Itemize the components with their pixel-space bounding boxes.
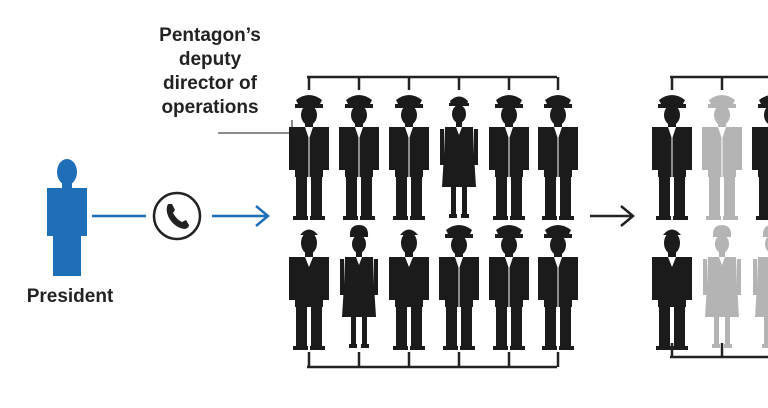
annotation-line: Pentagon’s — [159, 25, 261, 46]
female-civilian-icon — [703, 225, 741, 348]
officer-icon — [538, 225, 578, 350]
annotation-line: director of — [163, 73, 257, 94]
officer-icon — [702, 95, 742, 220]
arrow-right-icon — [590, 205, 635, 227]
civilian-icon — [652, 229, 692, 350]
officer-icon — [389, 95, 429, 220]
person-icon — [47, 159, 87, 276]
officer-icon — [339, 95, 379, 220]
annotation-line: operations — [161, 97, 259, 118]
officer-icon — [538, 95, 578, 220]
bracket-lines — [218, 75, 768, 369]
female-civilian-icon — [753, 225, 768, 348]
call-flow — [47, 159, 635, 276]
officer-icon — [652, 95, 692, 220]
officer-icon — [439, 225, 479, 350]
officer-icon — [752, 95, 768, 220]
female-civilian-icon — [340, 225, 378, 348]
civilian-icon — [389, 229, 429, 350]
phone-icon — [152, 191, 202, 241]
officer-icon — [289, 95, 329, 220]
annotation-label: Pentagon’s deputy director of operations — [140, 24, 280, 120]
personnel-grid — [289, 95, 768, 350]
officer-icon — [489, 95, 529, 220]
officer-icon — [489, 225, 529, 350]
arrow-right-icon — [212, 205, 270, 227]
president-label: President — [26, 286, 114, 307]
annotation-line: deputy — [178, 49, 242, 70]
civilian-icon — [289, 229, 329, 350]
female-officer-icon — [440, 96, 478, 218]
